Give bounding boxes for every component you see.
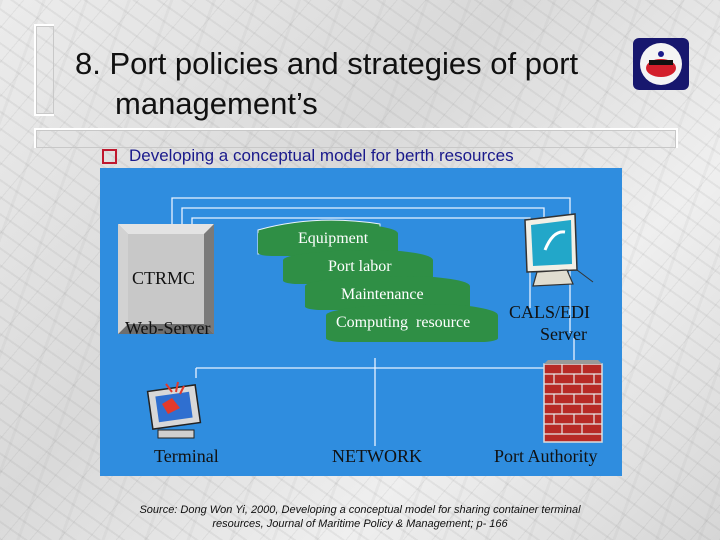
port-labor-label: Port labor [328, 258, 392, 275]
maintenance-label: Maintenance [341, 286, 424, 303]
ctrmc-label: CTRMC [132, 268, 196, 288]
port-authority-label: Port Authority [494, 446, 598, 466]
network-label: NETWORK [332, 446, 422, 466]
web-server-label: Web-Server [125, 318, 211, 338]
terminal-label: Terminal [154, 446, 219, 466]
firewall-brick-icon [543, 360, 603, 443]
title-bracket [34, 24, 54, 116]
berth-resource-diagram: CTRMC Web-Server Equipment Port labor Ma… [100, 168, 622, 476]
ctrmc-server-box [118, 224, 214, 334]
terminal-computer-icon [146, 381, 202, 439]
equipment-label: Equipment [298, 230, 369, 247]
title-line-2: management’s [115, 86, 318, 121]
logo-emblem-icon [640, 43, 682, 85]
bullet-item: Developing a conceptual model for berth … [102, 146, 514, 166]
logo [633, 38, 689, 90]
cals-edi-label: CALS/EDI [509, 302, 590, 322]
source-citation: Source: Dong Won Yi, 2000, Developing a … [90, 503, 630, 531]
source-line-2: resources, Journal of Maritime Policy & … [212, 518, 508, 530]
content-bracket [34, 128, 678, 148]
monitor-icon [524, 213, 594, 287]
bullet-text: Developing a conceptual model for berth … [129, 146, 514, 165]
checkbox-bullet-icon [102, 148, 117, 164]
layer-computing-resource [326, 304, 498, 342]
cals-server-label: Server [540, 324, 587, 344]
source-line-1: Source: Dong Won Yi, 2000, Developing a … [139, 504, 581, 516]
slide-title: 8. Port policies and strategies of port … [75, 44, 635, 124]
title-line-1: 8. Port policies and strategies of port [75, 46, 579, 81]
computing-resource-label: Computing resource [336, 314, 471, 331]
